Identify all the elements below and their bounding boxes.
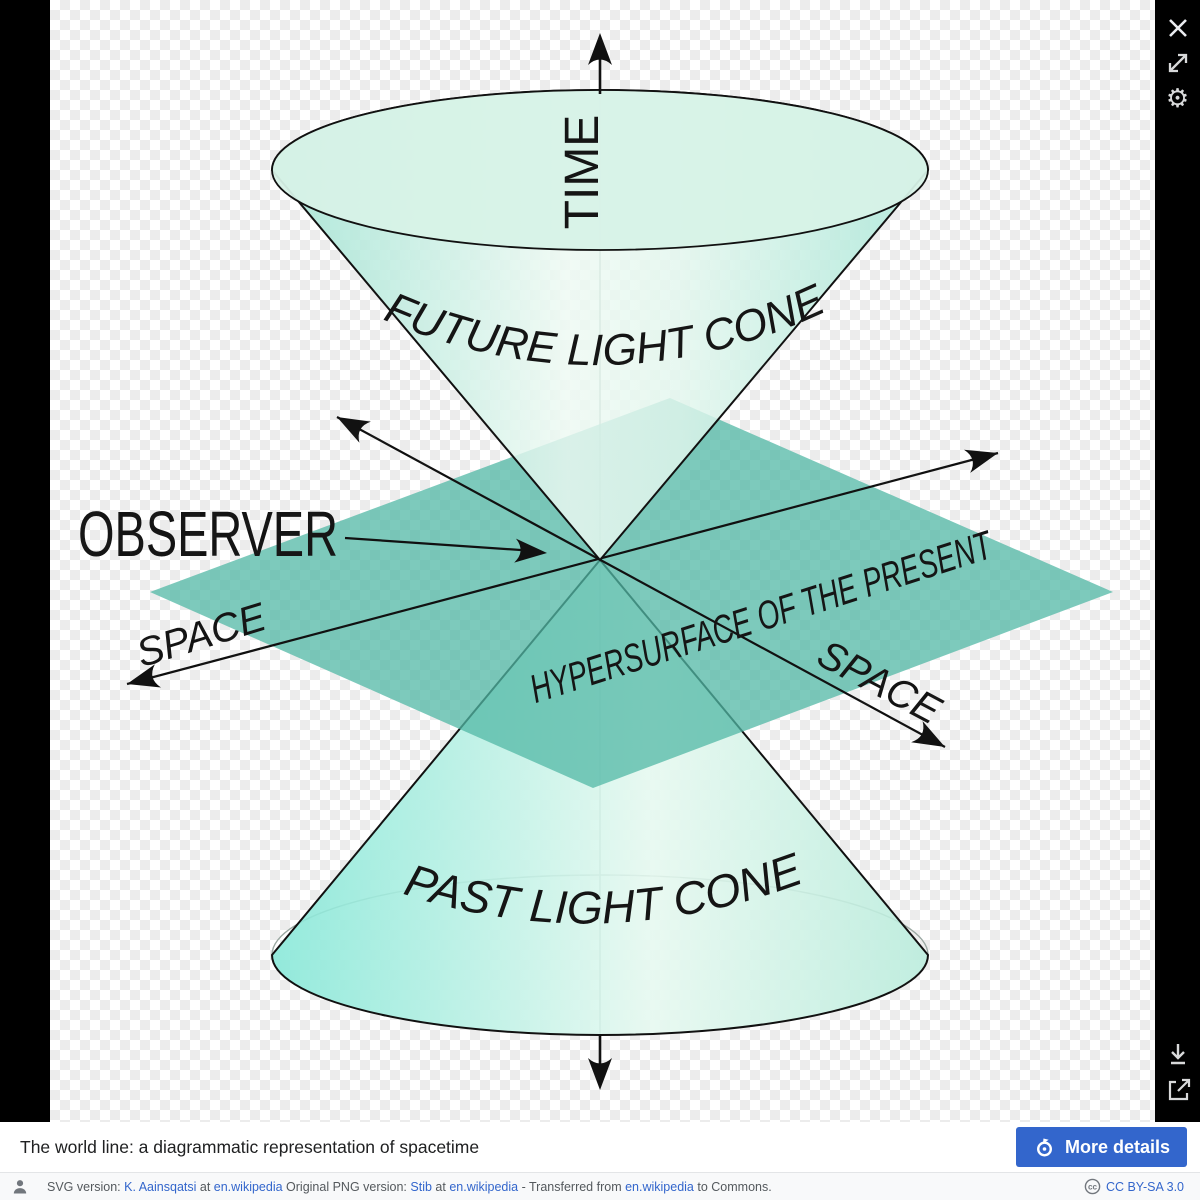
label-observer: OBSERVER [78,498,338,570]
space-axis-1 [336,416,946,748]
wiki1-link[interactable]: en.wikipedia [213,1179,283,1194]
attribution-text: SVG version: K. Aainsqatsi at en.wikiped… [47,1180,772,1194]
author1-link[interactable]: K. Aainsqatsi [124,1179,197,1194]
attr-sep2: at [431,1179,450,1194]
download-button[interactable] [1161,1038,1195,1070]
image-caption: The world line: a diagrammatic represent… [20,1136,480,1157]
caption-bar: The world line: a diagrammatic represent… [0,1122,1200,1172]
arrowhead-upleft [331,406,371,443]
license-area: cc CC BY-SA 3.0 [1084,1178,1184,1195]
space-axis-2 [126,451,999,686]
attr-prefix: SVG version: [47,1179,125,1194]
share-button[interactable] [1161,1074,1195,1106]
attribution-footer: SVG version: K. Aainsqatsi at en.wikiped… [0,1172,1200,1200]
gear-icon: ⚙ [1165,83,1190,113]
settings-button[interactable]: ⚙ [1161,82,1195,114]
close-button[interactable] [1161,12,1195,44]
wiki3-link[interactable]: en.wikipedia [625,1179,694,1194]
close-icon [1168,19,1187,37]
left-letterbox [0,0,50,1122]
observer-arrow [344,536,536,553]
download-icon [1170,1044,1185,1065]
attr-suffix: to Commons. [693,1179,772,1194]
attr-mid: Original PNG version: [282,1179,411,1194]
license-link[interactable]: CC BY-SA 3.0 [1105,1179,1184,1194]
attr-sep3: - Transferred from [518,1179,626,1194]
wiki2-link[interactable]: en.wikipedia [449,1179,519,1194]
commons-logo-icon [1036,1138,1052,1157]
fullscreen-icon [1168,53,1187,73]
arrowhead-upright [963,441,1002,473]
attr-sep1: at [196,1179,214,1194]
image-display-area[interactable]: TIME FUTURE LIGHT CONE OBSERVER SPACE SP… [50,0,1155,1122]
hypersurface-plane [150,398,1113,788]
author2-link[interactable]: Stib [410,1179,432,1194]
cc-glyph: cc [1088,1182,1098,1191]
share-icon [1168,1078,1190,1101]
lightcone-diagram: TIME FUTURE LIGHT CONE OBSERVER SPACE SP… [78,33,1113,1090]
more-details-button[interactable]: More details [1015,1127,1187,1167]
more-details-label: More details [1064,1136,1170,1157]
label-time: TIME [556,115,609,230]
author-icon [13,1180,27,1194]
fullscreen-button[interactable] [1161,47,1195,79]
right-letterbox [1155,0,1200,1122]
cc-icon: cc [1084,1178,1101,1195]
